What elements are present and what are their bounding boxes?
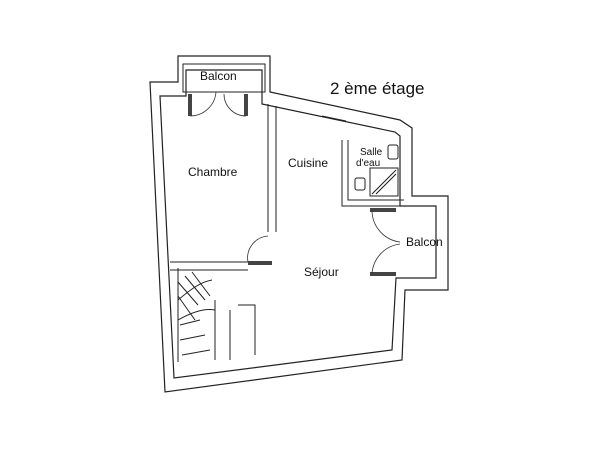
balcony-right-doors (370, 208, 401, 276)
kitchen-top-wall-detail (321, 115, 347, 122)
toilet (354, 177, 366, 191)
bathroom-walls (341, 140, 404, 207)
inner-wall (159, 69, 437, 379)
sink (387, 144, 399, 160)
room-label-balcon-right: Balcon (406, 235, 443, 249)
room-label-balcon-top: Balcon (200, 69, 237, 83)
balcony-top-doors (188, 91, 248, 117)
shower-diagonal (371, 169, 397, 195)
staircase (177, 268, 256, 362)
room-label-deau: d'eau (356, 158, 380, 169)
shower-tray (369, 167, 399, 197)
bedroom-door (247, 235, 272, 265)
balcony-top-outline (182, 63, 266, 93)
partition-bedroom-kitchen (267, 104, 277, 232)
partition-bedroom-bottom (170, 261, 248, 271)
floor-title: 2 ème étage (330, 79, 425, 98)
room-label-chambre: Chambre (188, 165, 238, 179)
room-label-salle: Salle (360, 147, 383, 158)
room-label-sejour: Séjour (304, 265, 339, 279)
room-label-cuisine: Cuisine (288, 156, 328, 170)
